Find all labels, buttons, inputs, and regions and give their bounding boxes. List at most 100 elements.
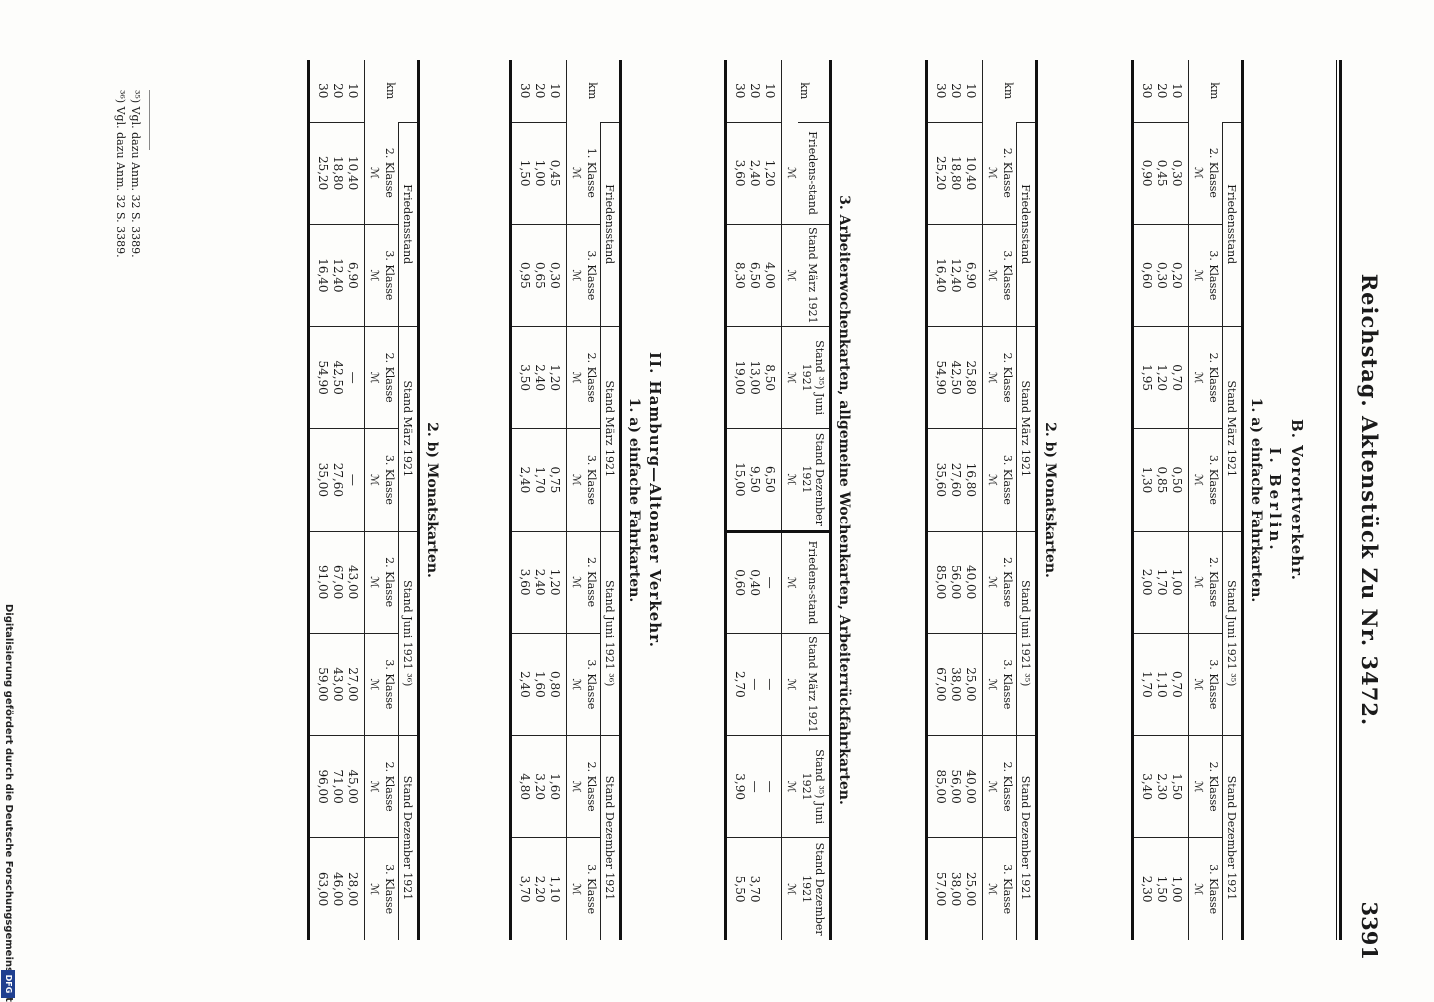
class-header: 3. Klasse bbox=[999, 224, 1017, 327]
footnote-35: ³⁵) Vgl. dazu Anm. 32 S. 3389. bbox=[129, 90, 142, 258]
price-cell: 57,00 bbox=[926, 837, 948, 940]
price-cell: 0,65 bbox=[532, 224, 547, 327]
group-header: Friedensstand bbox=[398, 122, 419, 327]
class-header: 3. Klasse bbox=[999, 633, 1017, 736]
price-cell: 1,70 bbox=[1132, 633, 1154, 736]
price-cell: 0,80 bbox=[547, 633, 567, 736]
price-cell: — bbox=[762, 633, 782, 736]
group-header: Friedensstand bbox=[600, 122, 621, 327]
price-cell: 0,30 bbox=[1154, 224, 1169, 327]
price-cell: 6,90 bbox=[963, 224, 983, 327]
price-cell: 42,50 bbox=[330, 326, 345, 429]
group-header: Stand Dezember 1921 bbox=[1016, 735, 1037, 940]
unit-label: ℳ bbox=[781, 428, 798, 531]
price-cell: 0,75 bbox=[547, 428, 567, 531]
price-cell: 85,00 bbox=[926, 531, 948, 634]
table-row: 10 10,40 6,90 — — 43,00 27,00 45,00 28,0… bbox=[345, 60, 365, 940]
km-cell: 10 bbox=[345, 60, 365, 122]
km-header: km bbox=[798, 82, 812, 100]
price-cell: 67,00 bbox=[330, 531, 345, 634]
price-cell: 13,00 bbox=[747, 326, 762, 429]
km-header: km bbox=[384, 82, 397, 100]
unit-label: ℳ bbox=[986, 166, 999, 179]
unit-label: ℳ bbox=[982, 428, 999, 531]
price-cell: 9,50 bbox=[747, 428, 762, 531]
unit-label: ℳ bbox=[1188, 735, 1205, 838]
unit-label: ℳ bbox=[1188, 326, 1205, 429]
group-header: Stand Juni 1921 ³⁶) bbox=[600, 531, 621, 736]
km-cell: 20 bbox=[331, 83, 345, 99]
group-header: Stand Dezember 1921 bbox=[1222, 735, 1243, 940]
unit-label: ℳ bbox=[982, 531, 999, 634]
price-cell: 0,45 bbox=[1154, 122, 1169, 225]
group-header: Stand März 1921 bbox=[1222, 326, 1243, 531]
unit-label: ℳ bbox=[785, 166, 798, 179]
price-cell: 1,50 bbox=[510, 122, 532, 225]
price-cell: 0,70 bbox=[1169, 633, 1189, 736]
class-header: 3. Klasse bbox=[381, 428, 399, 531]
table5-caption: 2. b) Monatskarten. bbox=[424, 422, 440, 578]
class-header: 2. Klasse bbox=[381, 122, 399, 225]
price-cell: 3,70 bbox=[747, 837, 762, 940]
unit-label: ℳ bbox=[1188, 633, 1205, 736]
price-cell: 27,00 bbox=[345, 633, 365, 736]
price-cell: 4,80 bbox=[510, 735, 532, 838]
class-header: 2. Klasse bbox=[1205, 735, 1223, 838]
price-cell: 1,60 bbox=[547, 735, 567, 838]
km-cell: 10 bbox=[547, 60, 567, 122]
table-row: 10 10,40 6,90 25,80 16,80 40,00 25,00 40… bbox=[963, 60, 983, 940]
price-cell: 8,30 bbox=[725, 224, 747, 327]
class-header: 3. Klasse bbox=[381, 224, 399, 327]
km-cell: 30 bbox=[733, 83, 747, 99]
price-cell: 25,00 bbox=[963, 837, 983, 940]
price-cell: 0,90 bbox=[1132, 122, 1154, 225]
unit-label: ℳ bbox=[781, 224, 798, 327]
price-cell: 25,00 bbox=[963, 633, 983, 736]
price-cell: 96,00 bbox=[308, 735, 330, 838]
km-cell: 30 bbox=[316, 83, 330, 99]
unit-label: ℳ bbox=[364, 428, 381, 531]
price-cell: — bbox=[747, 735, 762, 838]
digitization-credit: Digitalisierung gefördert durch die Deut… bbox=[0, 604, 16, 1002]
table-row: 30 0,90 0,60 1,95 1,30 2,00 1,70 3,40 2,… bbox=[1132, 60, 1154, 940]
class-header: 2. Klasse bbox=[583, 326, 601, 429]
price-cell: 2,70 bbox=[725, 633, 747, 736]
price-cell: 8,50 bbox=[762, 326, 782, 429]
price-cell: 10,40 bbox=[345, 122, 365, 225]
price-cell: 25,80 bbox=[963, 326, 983, 429]
price-cell: 12,40 bbox=[948, 224, 963, 327]
km-cell: 10 bbox=[963, 60, 983, 122]
city-heading-hamburg: II. Hamburg—Altonaer Verkehr. bbox=[646, 352, 664, 648]
price-cell: 2,40 bbox=[747, 122, 762, 225]
table4-caption: 1. a) einfache Fahrkarten. bbox=[626, 397, 642, 603]
price-cell: 1,50 bbox=[1169, 735, 1189, 838]
table-row: 30 1,50 0,95 3,50 2,40 3,60 2,40 4,80 3,… bbox=[510, 60, 532, 940]
price-cell: 15,00 bbox=[725, 428, 747, 531]
class-header: 2. Klasse bbox=[381, 326, 399, 429]
group-header: Stand Dezember 1921 bbox=[798, 837, 831, 940]
unit-label: ℳ bbox=[364, 633, 381, 736]
price-cell: 2,00 bbox=[1132, 531, 1154, 634]
price-cell: — bbox=[762, 735, 782, 838]
price-cell: 6,90 bbox=[345, 224, 365, 327]
price-cell: 38,00 bbox=[948, 633, 963, 736]
price-cell: 28,00 bbox=[345, 837, 365, 940]
price-cell: 1,20 bbox=[762, 122, 782, 225]
price-cell: 2,40 bbox=[510, 633, 532, 736]
class-header: 3. Klasse bbox=[583, 224, 601, 327]
class-header: 3. Klasse bbox=[999, 428, 1017, 531]
unit-label: ℳ bbox=[982, 224, 999, 327]
unit-label: ℳ bbox=[982, 633, 999, 736]
unit-label: ℳ bbox=[364, 837, 381, 940]
unit-label: ℳ bbox=[566, 837, 583, 940]
class-header: 2. Klasse bbox=[583, 735, 601, 838]
km-cell: 10 bbox=[762, 60, 782, 122]
footnote-rule bbox=[149, 90, 150, 150]
price-cell: 16,40 bbox=[308, 224, 330, 327]
price-cell: 2,40 bbox=[532, 326, 547, 429]
class-header: 3. Klasse bbox=[1205, 428, 1223, 531]
price-cell: 12,40 bbox=[330, 224, 345, 327]
unit-label: ℳ bbox=[781, 531, 798, 634]
table1-caption: 1. a) einfache Fahrkarten. bbox=[1248, 397, 1264, 603]
table-berlin-monthly-tickets: km Friedensstand Stand März 1921 Stand J… bbox=[925, 60, 1038, 940]
